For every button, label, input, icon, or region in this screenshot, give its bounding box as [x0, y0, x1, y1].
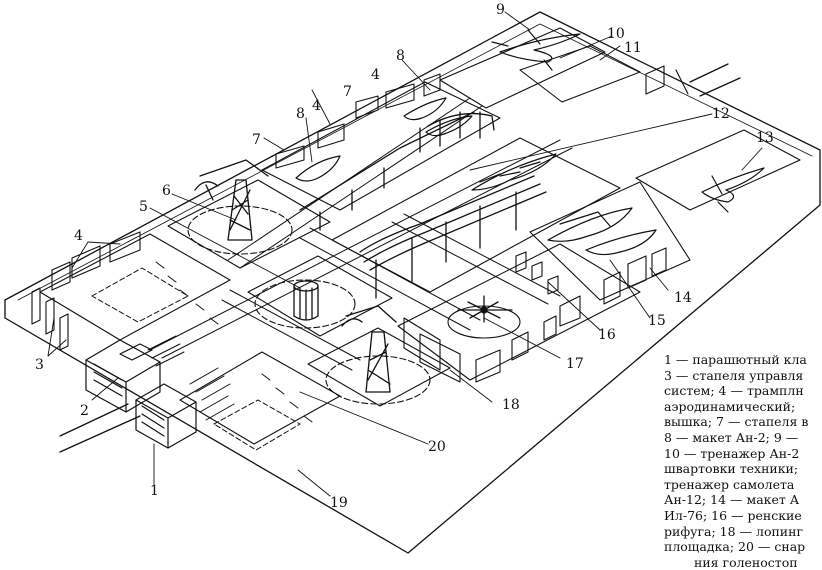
callout-13: 13: [756, 130, 774, 146]
callout-7-top: 7: [343, 84, 352, 100]
callout-18: 18: [502, 397, 520, 413]
legend-line: рифуга; 18 — лопинг: [664, 523, 804, 539]
callout-5: 5: [139, 199, 148, 215]
legend-line: систем; 4 — трамплн: [664, 383, 804, 399]
ground-inner-edge: [17, 23, 813, 301]
callout-8-top: 8: [396, 48, 405, 64]
callout-19: 19: [330, 495, 348, 511]
benches: [147, 261, 313, 423]
legend: 1 — парашютный кла 3 — стапеля управля с…: [664, 352, 822, 570]
callout-11: 11: [624, 40, 642, 56]
legend-line: тренажер самолета: [664, 476, 795, 492]
marked-areas: [91, 267, 301, 451]
legend-line: Ил-76; 16 — ренские: [664, 507, 802, 523]
cylinder-device: [293, 280, 319, 321]
callout-15: 15: [648, 313, 666, 329]
callout-1: 1: [150, 483, 159, 499]
leader-lines: [47, 11, 763, 497]
callout-3: 3: [35, 357, 44, 373]
circular-areas: [187, 205, 521, 405]
road-lines: [59, 63, 741, 453]
callout-8-left: 8: [296, 106, 305, 122]
callout-4-top: 4: [371, 67, 380, 83]
callout-6: 6: [162, 183, 171, 199]
legend-line: швартовки техники;: [664, 461, 799, 477]
aircraft-mockups: [295, 29, 765, 256]
internal-paths: [149, 97, 573, 371]
loop-centrifuge: [457, 295, 513, 323]
legend-line: ния голеностоп: [694, 554, 798, 570]
legend-line: 8 — макет Ан-2; 9 —: [664, 429, 799, 445]
ground-boundary: [4, 11, 821, 554]
callout-17: 17: [566, 356, 584, 372]
legend-line: площадка; 20 — снар: [664, 539, 806, 555]
callout-20: 20: [428, 439, 446, 455]
small-stands: [31, 65, 689, 383]
legend-line: вышка; 7 — стапеля в: [664, 414, 809, 430]
callout-12: 12: [712, 106, 730, 122]
ramps: [299, 111, 547, 299]
legend-line: 10 — тренажер Ан-2: [664, 445, 800, 461]
parachute-tower-left: [194, 159, 269, 241]
callout-4-mid: 4: [312, 98, 321, 114]
legend-line: 3 — стапеля управля: [664, 367, 804, 383]
callout-4-left: 4: [74, 228, 83, 244]
callout-10: 10: [607, 26, 625, 42]
callout-16: 16: [598, 327, 616, 343]
callout-2: 2: [80, 403, 89, 419]
buildings: [85, 339, 197, 449]
callout-7-left: 7: [252, 132, 261, 148]
legend-line: 1 — парашютный кла: [664, 352, 807, 367]
zone-outlines: [39, 27, 801, 445]
callout-14: 14: [674, 290, 692, 306]
callout-9: 9: [496, 2, 505, 18]
parachute-tower-right: [341, 305, 397, 393]
legend-line: Ан-12; 14 — макет А: [664, 492, 800, 508]
legend-line: аэродинамический;: [664, 398, 796, 414]
